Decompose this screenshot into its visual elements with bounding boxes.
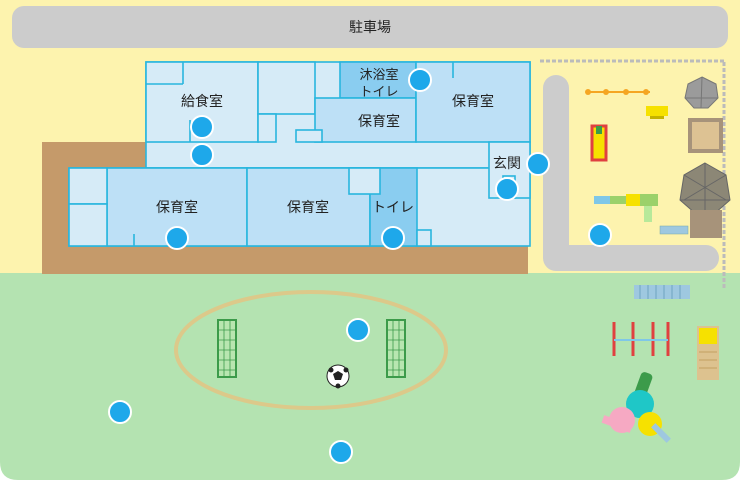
room-storage <box>257 61 316 115</box>
label-bath: 沐浴室 <box>359 67 398 83</box>
camera-entrance-inside[interactable] <box>495 177 519 201</box>
label-toilet: トイレ <box>372 200 414 216</box>
umbrella-icon <box>684 76 719 109</box>
parking-label: 駐車場 <box>349 19 391 36</box>
camera-nursery-left[interactable] <box>165 226 189 250</box>
field-area <box>0 273 740 480</box>
label-kitchen: 給食室 <box>181 93 223 110</box>
spiral-slide-icon <box>601 372 671 443</box>
camera-playground-east[interactable] <box>588 223 612 247</box>
label-nursery-left: 保育室 <box>156 199 198 216</box>
soccer-goal-icon <box>217 319 237 378</box>
room-nursery-mid <box>314 97 417 143</box>
slide-icon <box>590 124 608 162</box>
camera-toilet[interactable] <box>381 226 405 250</box>
ladder-bridge-icon <box>634 285 690 299</box>
label-nursery-center: 保育室 <box>287 199 329 216</box>
combination-play-icon <box>594 194 689 235</box>
label-bath-toilet: トイレ <box>359 85 398 100</box>
label-nursery-mid: 保育室 <box>358 113 400 130</box>
parking-lot <box>12 6 728 48</box>
swing-icon <box>612 322 670 356</box>
camera-markers <box>108 68 612 464</box>
walking-path <box>543 75 719 271</box>
climbing-ladder-icon <box>697 326 719 380</box>
balance-beam-icon <box>585 89 650 95</box>
camera-hall[interactable] <box>190 143 214 167</box>
camera-field-center[interactable] <box>346 318 370 342</box>
camera-kitchen[interactable] <box>190 115 214 139</box>
camera-bath[interactable] <box>408 68 432 92</box>
climbing-tower-icon <box>679 162 731 238</box>
camera-field-west[interactable] <box>108 400 132 424</box>
room-nursery-tr <box>415 61 531 143</box>
soccer-ball-icon <box>326 364 350 389</box>
soccer-goal-icon <box>386 319 406 378</box>
label-entrance: 玄関 <box>493 155 521 172</box>
label-nursery-tr: 保育室 <box>452 93 494 110</box>
field-track <box>174 290 448 410</box>
camera-field-south[interactable] <box>329 440 353 464</box>
camera-entrance-outside[interactable] <box>526 152 550 176</box>
room-bath <box>339 61 417 99</box>
sandbox-icon <box>688 118 723 153</box>
bench-icon <box>646 106 668 119</box>
